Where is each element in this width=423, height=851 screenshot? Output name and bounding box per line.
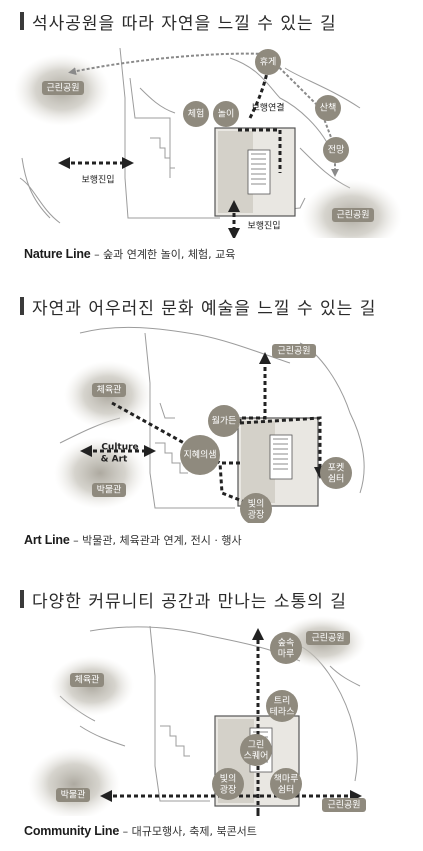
community-line-section: 다양한 커뮤니티 공간과 만나는 소통의 길 근린공원 체육관 박물관: [0, 578, 423, 851]
svg-text:광장: 광장: [248, 509, 265, 521]
svg-text:박물관: 박물관: [97, 485, 122, 496]
line-desc: – 대규모행사, 축제, 북콘서트: [122, 825, 257, 838]
blob-museum: [28, 748, 120, 816]
art-line-map: 근린공원 체육관 박물관 Culture & Art 월가든 지혜의샘 빛의광장…: [54, 326, 365, 523]
svg-text:놀이: 놀이: [218, 109, 235, 120]
line-caption: Art Line – 박물관, 체육관과 연계, 전시 · 행사: [24, 532, 242, 548]
line-name: Community Line: [24, 824, 120, 838]
section-heading: 석사공원을 따라 자연을 느낄 수 있는 길: [20, 10, 337, 34]
svg-text:산책: 산책: [320, 102, 337, 114]
svg-text:쉼터: 쉼터: [278, 785, 295, 796]
svg-text:전망: 전망: [328, 145, 345, 156]
circle-wisdom: 지혜의샘: [180, 435, 220, 475]
svg-text:포켓: 포켓: [328, 463, 345, 474]
svg-text:근린공원: 근린공원: [277, 346, 310, 357]
label-culture: Culture: [101, 443, 138, 453]
line-desc: – 박물관, 체육관과 연계, 전시 · 행사: [73, 534, 242, 547]
label-art: & Art: [101, 455, 128, 465]
svg-text:그린: 그린: [248, 740, 265, 751]
section-title: 석사공원을 따라 자연을 느낄 수 있는 길: [32, 13, 337, 34]
svg-text:쉼터: 쉼터: [328, 474, 345, 485]
svg-text:체육관: 체육관: [97, 385, 122, 396]
label-park-right: 근린공원: [332, 208, 374, 222]
label-entry-left: 보행진입: [81, 174, 114, 186]
svg-text:스퀘어: 스퀘어: [244, 751, 269, 762]
label-gym: 체육관: [70, 673, 104, 687]
circle-rest: 휴게: [255, 49, 281, 75]
svg-text:숲속: 숲속: [278, 638, 295, 649]
section-title: 자연과 어우러진 문화 예술을 느낄 수 있는 길: [32, 298, 377, 319]
label-park-right: 근린공원: [322, 798, 366, 812]
label-entry-bottom: 보행진입: [247, 220, 280, 232]
label-connect: 보행연결: [251, 102, 284, 114]
line-name: Art Line: [24, 533, 70, 547]
svg-text:책마루: 책마루: [274, 773, 299, 785]
svg-text:체육관: 체육관: [75, 675, 100, 686]
svg-text:지혜의샘: 지혜의샘: [183, 449, 216, 461]
line-caption: Nature Line – 숲과 연계한 놀이, 체험, 교육: [24, 246, 235, 262]
svg-text:근린공원: 근린공원: [46, 83, 79, 94]
svg-text:근린공원: 근린공원: [327, 800, 360, 811]
heading-bar: [20, 590, 24, 608]
label-museum: 박물관: [92, 483, 126, 497]
art-line-section: 자연과 어우러진 문화 예술을 느낄 수 있는 길 근린공원 체육관: [0, 285, 423, 560]
nature-line-section: 석사공원을 따라 자연을 느낄 수 있는 길: [0, 0, 423, 270]
heading-bar: [20, 297, 24, 315]
svg-text:근린공원: 근린공원: [336, 210, 369, 221]
line-desc: – 숲과 연계한 놀이, 체험, 교육: [94, 248, 236, 261]
svg-text:월가든: 월가든: [212, 415, 237, 427]
label-gym: 체육관: [92, 383, 126, 397]
community-route-main: [100, 628, 362, 816]
svg-text:근린공원: 근린공원: [311, 633, 344, 644]
heading-bar: [20, 12, 24, 30]
svg-text:마루: 마루: [278, 649, 295, 660]
nature-line-map: 휴게 산책 전망 체험 놀이 근린공원 근린공원 보행연결 보행진입 보행진입: [14, 47, 402, 238]
svg-text:박물관: 박물관: [61, 790, 86, 801]
circle-walk: 산책: [315, 95, 341, 121]
svg-text:광장: 광장: [220, 784, 237, 796]
label-park-left: 근린공원: [42, 81, 84, 95]
svg-text:체험: 체험: [188, 109, 205, 120]
circle-experience: 체험: [183, 101, 209, 127]
base-map: [19, 47, 361, 224]
section-heading: 다양한 커뮤니티 공간과 만나는 소통의 길: [20, 588, 347, 612]
art-route-main: [80, 352, 326, 510]
label-park-top: 근린공원: [306, 631, 350, 645]
section-heading: 자연과 어우러진 문화 예술을 느낄 수 있는 길: [20, 295, 377, 319]
svg-text:빛의: 빛의: [220, 774, 237, 785]
building: [237, 417, 319, 507]
svg-text:빛의: 빛의: [248, 499, 265, 510]
line-name: Nature Line: [24, 247, 91, 261]
label-park: 근린공원: [272, 344, 316, 358]
svg-text:휴게: 휴게: [260, 57, 277, 68]
circle-wall-garden: 월가든: [208, 405, 240, 437]
label-museum: 박물관: [56, 788, 90, 802]
section-title: 다양한 커뮤니티 공간과 만나는 소통의 길: [32, 591, 347, 612]
circle-view: 전망: [323, 137, 349, 163]
circle-play: 놀이: [213, 101, 239, 127]
building: [214, 127, 296, 217]
line-caption: Community Line – 대규모행사, 축제, 북콘서트: [24, 823, 257, 839]
svg-text:트리: 트리: [274, 696, 291, 707]
base-map: [59, 326, 365, 509]
svg-text:테라스: 테라스: [270, 707, 295, 718]
